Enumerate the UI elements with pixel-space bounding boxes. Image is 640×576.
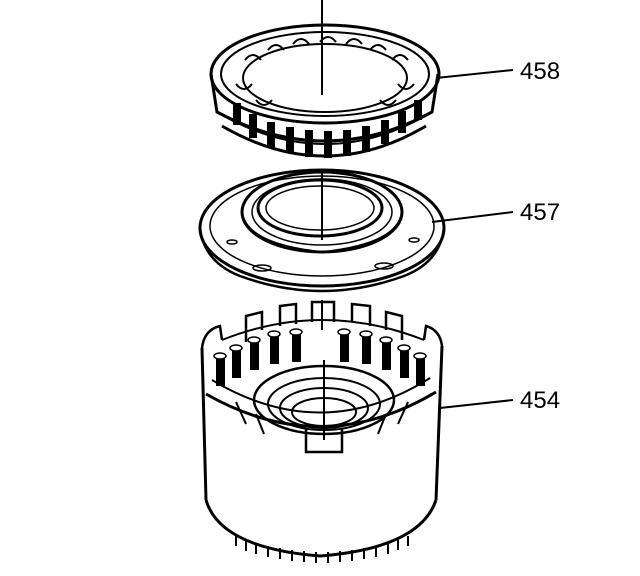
ring-458-inner-pockets xyxy=(235,36,415,106)
housing-bottom-splines xyxy=(235,536,409,563)
clutch-housing-part-454 xyxy=(200,300,444,563)
housing-spring-caps xyxy=(213,328,427,360)
callout-458: 458 xyxy=(520,58,560,85)
center-axis xyxy=(321,0,325,440)
leader-line-458 xyxy=(435,69,514,79)
leader-line-457 xyxy=(431,211,514,223)
leader-line-454 xyxy=(439,399,514,409)
thrust-washer-part-457 xyxy=(198,168,446,293)
bearing-ring-part-458 xyxy=(209,23,441,158)
housing-springs xyxy=(216,332,425,386)
callout-454: 454 xyxy=(520,387,560,414)
callout-457: 457 xyxy=(520,199,560,226)
ring-458-rollers xyxy=(233,100,422,158)
